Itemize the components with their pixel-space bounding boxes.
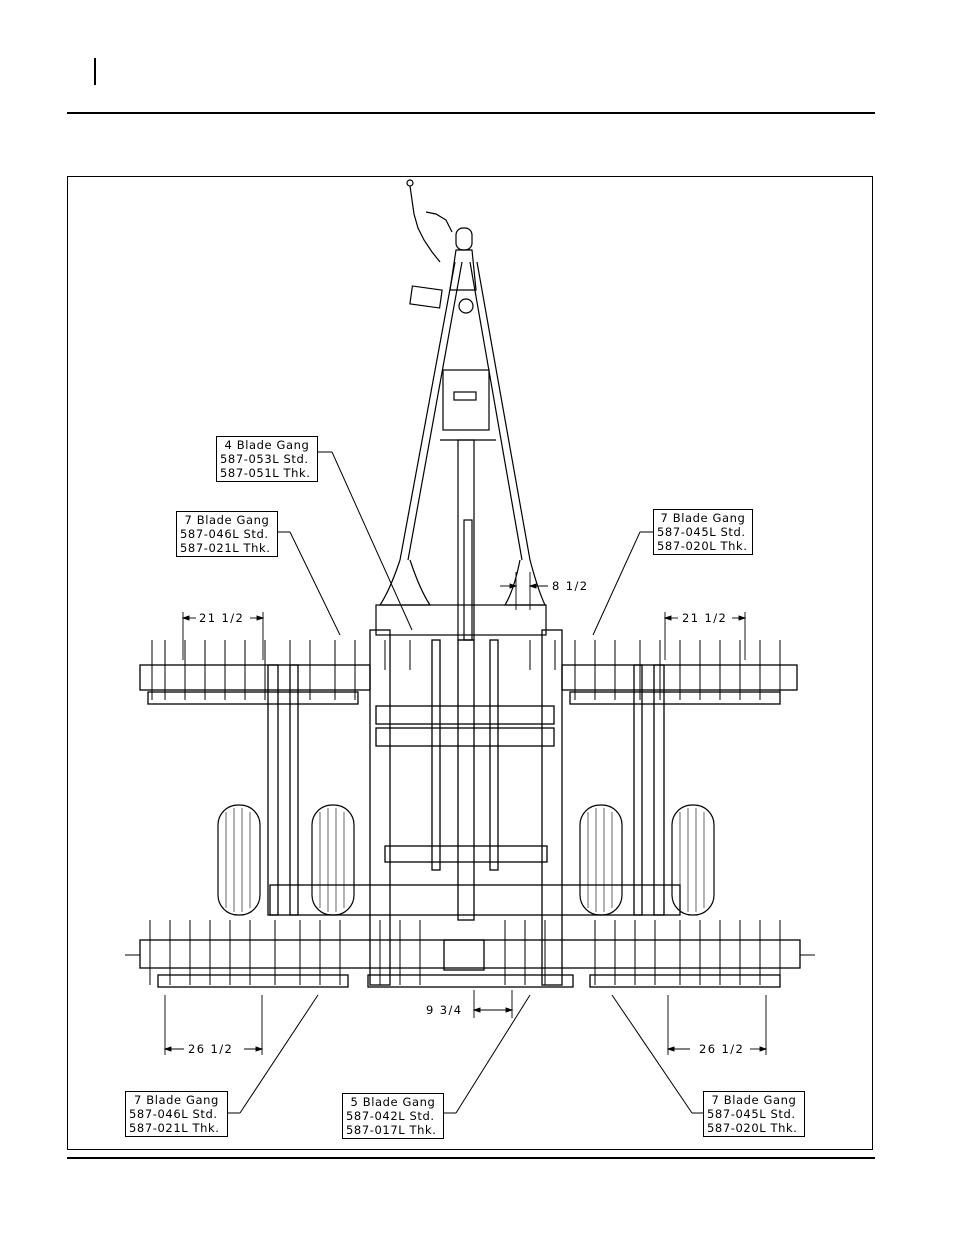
dimension-front-right: 21 1/2	[680, 611, 729, 625]
wheels	[218, 805, 714, 915]
dimension-rear-left: 26 1/2	[186, 1042, 235, 1056]
callout-title: 7 Blade Gang	[657, 511, 749, 525]
callout-7-blade-gang-bottom-left: 7 Blade Gang 587-046L Std. 587-021L Thk.	[125, 1091, 228, 1137]
callout-thk-part: 587-051L Thk.	[220, 466, 314, 480]
dimension-hitch-offset: 8 1/2	[550, 579, 590, 593]
callout-title: 7 Blade Gang	[129, 1093, 224, 1107]
callout-5-blade-gang-bottom-center: 5 Blade Gang 587-042L Std. 587-017L Thk.	[342, 1093, 444, 1139]
callout-title: 7 Blade Gang	[180, 513, 274, 527]
callout-7-blade-gang-top-right: 7 Blade Gang 587-045L Std. 587-020L Thk.	[653, 509, 753, 555]
callout-thk-part: 587-021L Thk.	[129, 1121, 224, 1135]
callout-thk-part: 587-017L Thk.	[346, 1123, 440, 1137]
callout-4-blade-gang-top: 4 Blade Gang 587-053L Std. 587-051L Thk.	[216, 436, 318, 482]
callout-title: 5 Blade Gang	[346, 1095, 440, 1109]
dimension-front-left: 21 1/2	[197, 611, 246, 625]
callout-std-part: 587-053L Std.	[220, 452, 314, 466]
callout-std-part: 587-046L Std.	[129, 1107, 224, 1121]
callout-std-part: 587-045L Std.	[657, 525, 749, 539]
tongue-a-frame	[376, 262, 546, 640]
callout-std-part: 587-046L Std.	[180, 527, 274, 541]
dimension-center-gang: 9 3/4	[424, 1003, 464, 1017]
callout-std-part: 587-045L Std.	[707, 1107, 801, 1121]
callout-7-blade-gang-top-left: 7 Blade Gang 587-046L Std. 587-021L Thk.	[176, 511, 278, 557]
dimension-rear-right: 26 1/2	[697, 1042, 746, 1056]
callout-std-part: 587-042L Std.	[346, 1109, 440, 1123]
callout-7-blade-gang-bottom-right: 7 Blade Gang 587-045L Std. 587-020L Thk.	[703, 1091, 805, 1137]
hitch-chain	[407, 180, 476, 313]
callout-thk-part: 587-020L Thk.	[657, 539, 749, 553]
callout-thk-part: 587-021L Thk.	[180, 541, 274, 555]
main-frame	[140, 630, 800, 987]
callout-title: 7 Blade Gang	[707, 1093, 801, 1107]
callout-thk-part: 587-020L Thk.	[707, 1121, 801, 1135]
front-gang-blades	[152, 640, 780, 700]
callout-title: 4 Blade Gang	[220, 438, 314, 452]
